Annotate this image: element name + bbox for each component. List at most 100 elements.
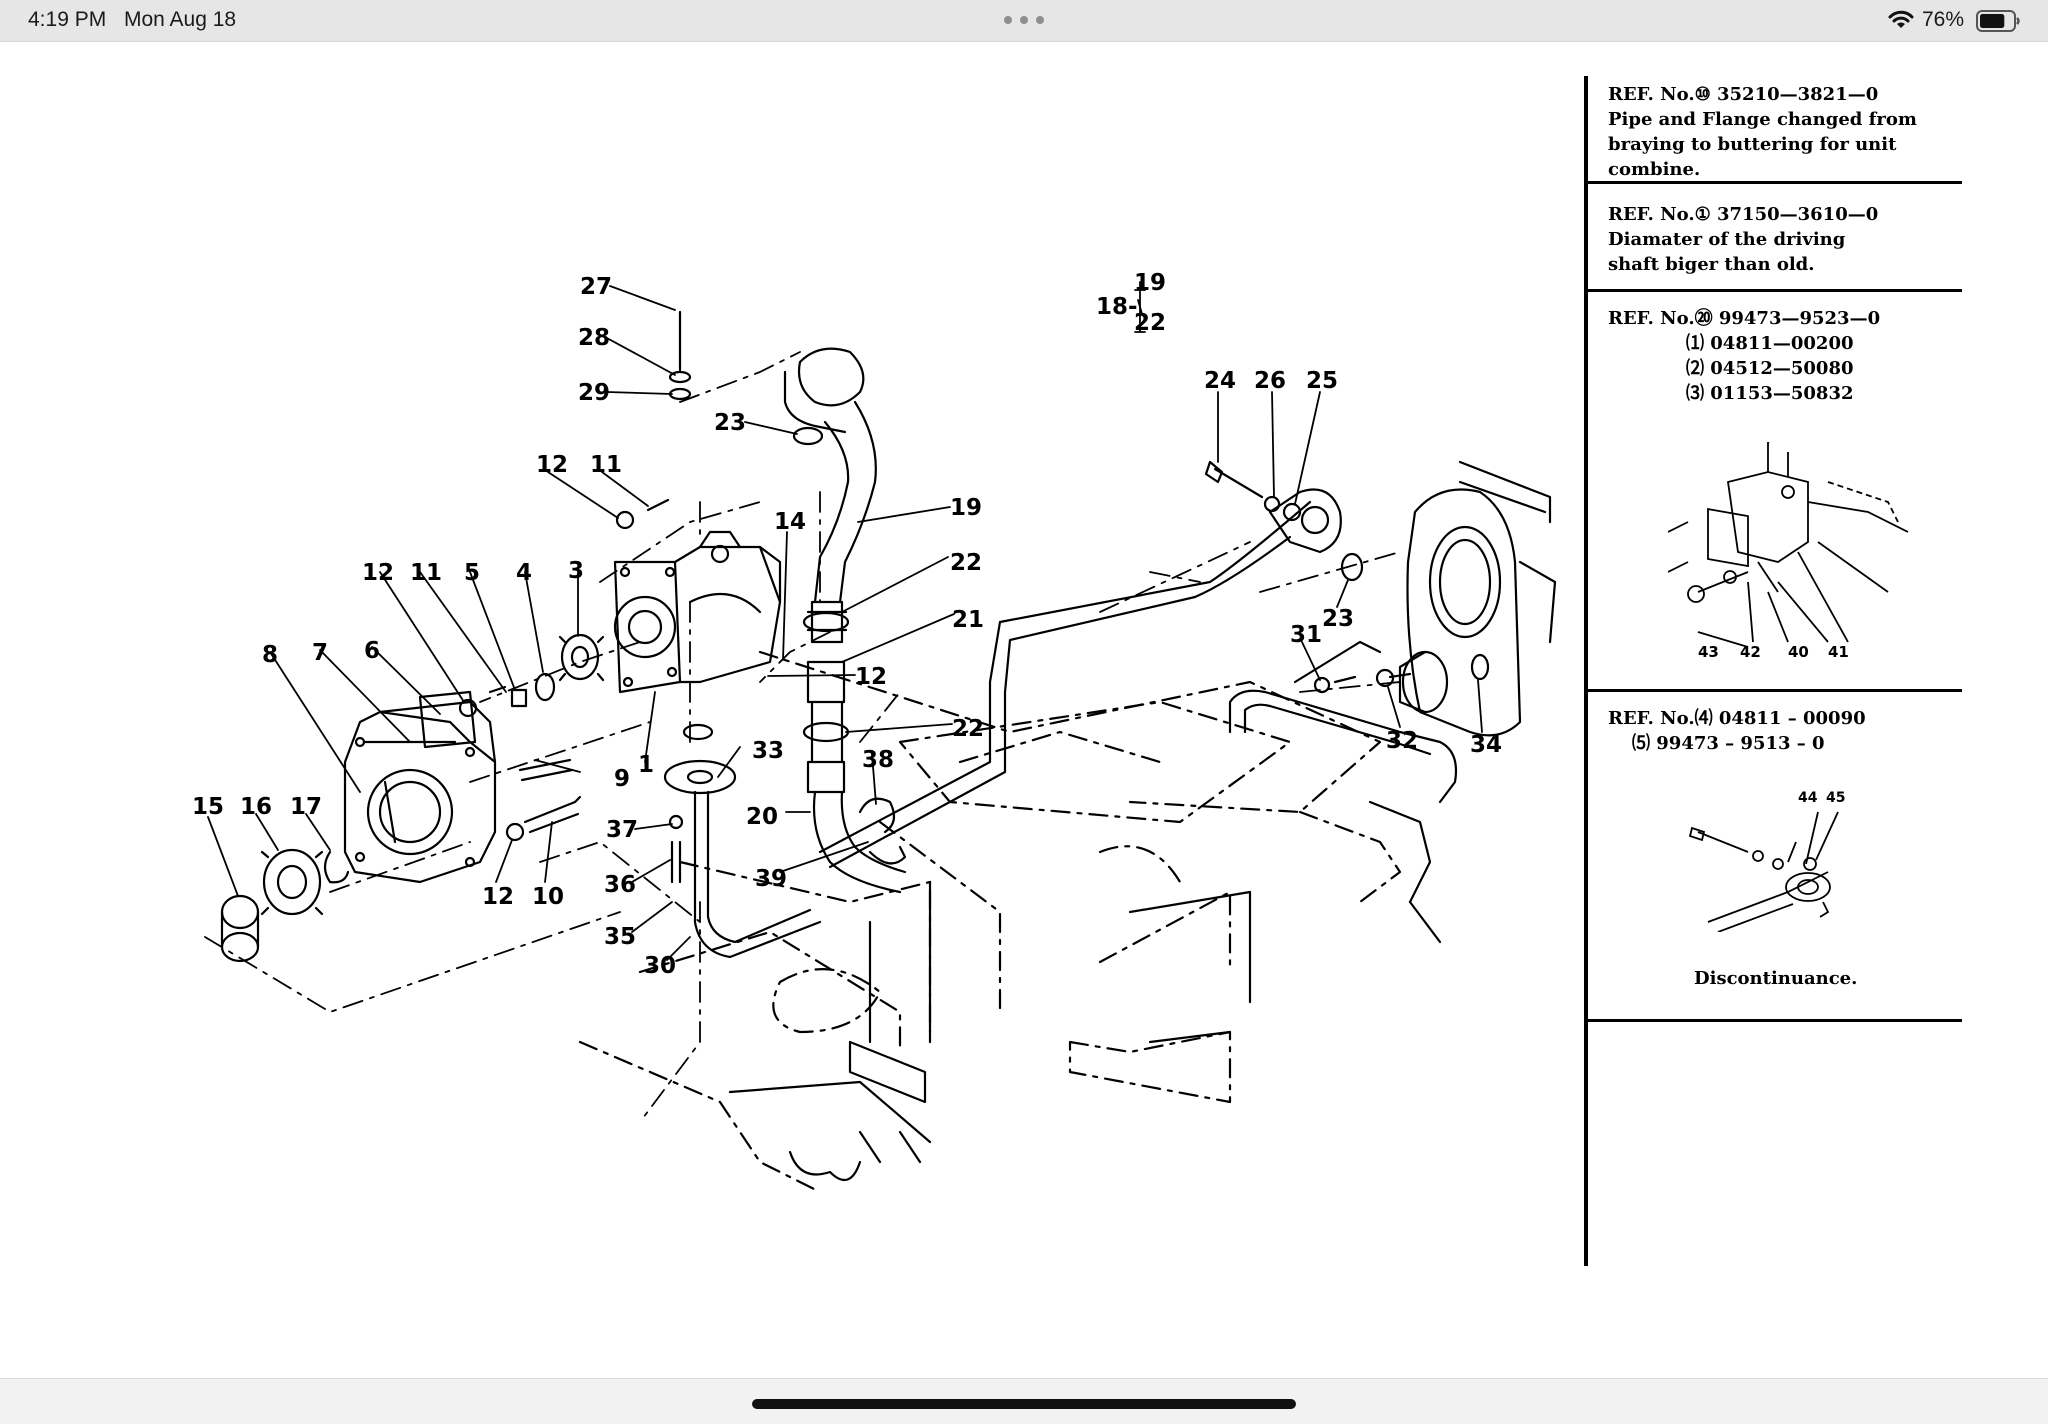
note2-line2: Diamater of the driving — [1608, 229, 1846, 250]
callout-26: 26 — [1254, 368, 1286, 394]
callout-28: 28 — [578, 325, 610, 351]
o-ring-23-right — [1340, 552, 1364, 582]
callout-35: 35 — [604, 924, 636, 950]
engine-block-solid-lines — [728, 800, 1442, 1182]
document-page[interactable]: 27 28 29 23 12 11 14 19 22 21 12 22 33 3… — [0, 42, 2048, 1378]
note4-fig-45: 45 — [1826, 790, 1845, 806]
note4-sub: ⑸ 99473 – 9513 – 0 — [1632, 733, 1825, 754]
note4-fig-44: 44 — [1798, 790, 1818, 806]
callout-6: 6 — [364, 638, 380, 664]
callout-25: 25 — [1306, 368, 1338, 394]
clamp-22 — [802, 611, 850, 633]
revision-notes-column: REF. No.⑩ 35210—3821—0 Pipe and Flange c… — [1584, 76, 1962, 1266]
callout-32: 32 — [1386, 728, 1418, 754]
callout-10: 10 — [532, 884, 564, 910]
callout-11: 11 — [590, 452, 622, 478]
callout-1: 1 — [638, 752, 654, 778]
note4-caption: Discontinuance. — [1694, 968, 1858, 989]
battery-fill — [1980, 14, 2005, 28]
status-bar: 4:19 PM Mon Aug 18 76% — [0, 0, 2048, 42]
pipe-19 — [783, 347, 907, 894]
status-time: 4:19 PM — [28, 8, 107, 31]
callout-30: 30 — [644, 953, 676, 979]
rear-plate — [1406, 460, 1557, 737]
exploded-parts-diagram: 27 28 29 23 12 11 14 19 22 21 12 22 33 3… — [192, 270, 1557, 1194]
callout-12d: 12 — [482, 884, 514, 910]
note3-sub1: ⑴ 04811—00200 — [1686, 333, 1854, 354]
washer-25 — [1282, 502, 1302, 522]
washer-4 — [534, 672, 556, 702]
callout-3: 3 — [568, 558, 584, 584]
callout-38: 38 — [862, 747, 894, 773]
bolt-11-upper — [646, 498, 670, 512]
callout-4: 4 — [516, 560, 532, 586]
callout-18: 18- — [1096, 294, 1138, 320]
pump-body — [613, 530, 782, 694]
home-indicator[interactable] — [752, 1399, 1296, 1409]
o-ring-23 — [792, 426, 824, 446]
callout-11b: 11 — [410, 560, 442, 586]
note3-fig-43: 43 — [1698, 643, 1719, 661]
callout-39: 39 — [755, 866, 787, 892]
note3-sub3: ⑶ 01153—50832 — [1686, 383, 1854, 404]
note1-line1: REF. No.⑩ 35210—3821—0 — [1608, 84, 1879, 105]
callout-leader-lines — [207, 281, 1483, 961]
note-ref-99473-9523: REF. No.⑳ 99473—9523—0 ⑴ 04811—00200 ⑵ 0… — [1588, 292, 1962, 692]
callout-31: 31 — [1290, 622, 1322, 648]
callout-24: 24 — [1204, 368, 1236, 394]
callout-23b: 23 — [1322, 606, 1354, 632]
bolt-10 — [523, 795, 582, 834]
callout-14: 14 — [774, 509, 806, 535]
callout-16: 16 — [240, 794, 272, 820]
engine-block-outline — [578, 650, 1402, 1194]
status-date: Mon Aug 18 — [124, 8, 237, 31]
gear-16 — [260, 848, 324, 916]
note-ref-35210: REF. No.⑩ 35210—3821—0 Pipe and Flange c… — [1588, 76, 1962, 184]
nut-12 — [458, 698, 478, 718]
gear-3 — [558, 633, 605, 682]
callout-19: 19 — [950, 495, 982, 521]
right-pipe-loop — [1228, 640, 1490, 804]
note3-detail-figure: 43 42 40 41 — [1668, 442, 1909, 661]
multitasking-menu-icon[interactable] — [1004, 12, 1044, 28]
callout-33: 33 — [752, 738, 784, 764]
battery-percent: 76% — [1922, 8, 1965, 31]
callout-12c: 12 — [362, 560, 394, 586]
note3-fig-42: 42 — [1740, 643, 1761, 661]
note-ref-37150: REF. No.① 37150—3610—0 Diamater of the d… — [1588, 184, 1962, 292]
wifi-icon — [1888, 10, 1914, 28]
callout-8: 8 — [262, 642, 278, 668]
note1-line4: combine. — [1608, 159, 1701, 180]
flange-oil-pipe-30 — [663, 723, 822, 959]
callout-37: 37 — [606, 817, 638, 843]
note4-detail-figure: 44 45 — [1688, 790, 1845, 932]
assembly-centerlines — [204, 351, 1401, 1123]
home-indicator-area — [0, 1378, 2048, 1424]
note3-fig-41: 41 — [1828, 643, 1849, 661]
callout-36: 36 — [604, 872, 636, 898]
callout-23: 23 — [714, 410, 746, 436]
washer-28 — [668, 370, 692, 384]
note2-line1: REF. No.① 37150—3610—0 — [1608, 204, 1879, 225]
callout-15: 15 — [192, 794, 224, 820]
stud-9 — [518, 758, 574, 782]
callout-22c: 22 — [1134, 310, 1166, 336]
callout-29: 29 — [578, 380, 610, 406]
callout-17: 17 — [290, 794, 322, 820]
hose-20-clamp-38 — [858, 797, 907, 865]
callout-22b: 22 — [952, 716, 984, 742]
bolt-24 — [1213, 467, 1264, 499]
note4-head: REF. No.⑷ 04811 – 00090 — [1608, 708, 1866, 729]
callout-21: 21 — [952, 607, 984, 633]
snap-ring-17 — [323, 850, 350, 884]
callout-numbers: 27 28 29 23 12 11 14 19 22 21 12 22 33 3… — [192, 270, 1502, 979]
note2-line3: shaft biger than old. — [1608, 254, 1815, 275]
callout-27: 27 — [580, 274, 612, 300]
callout-20: 20 — [746, 804, 778, 830]
washer-26 — [1263, 495, 1281, 513]
note3-head: REF. No.⑳ 99473—9523—0 — [1608, 308, 1881, 329]
nut-12-upper — [615, 510, 635, 530]
callout-7: 7 — [312, 640, 328, 666]
adapter-housing — [343, 700, 497, 884]
